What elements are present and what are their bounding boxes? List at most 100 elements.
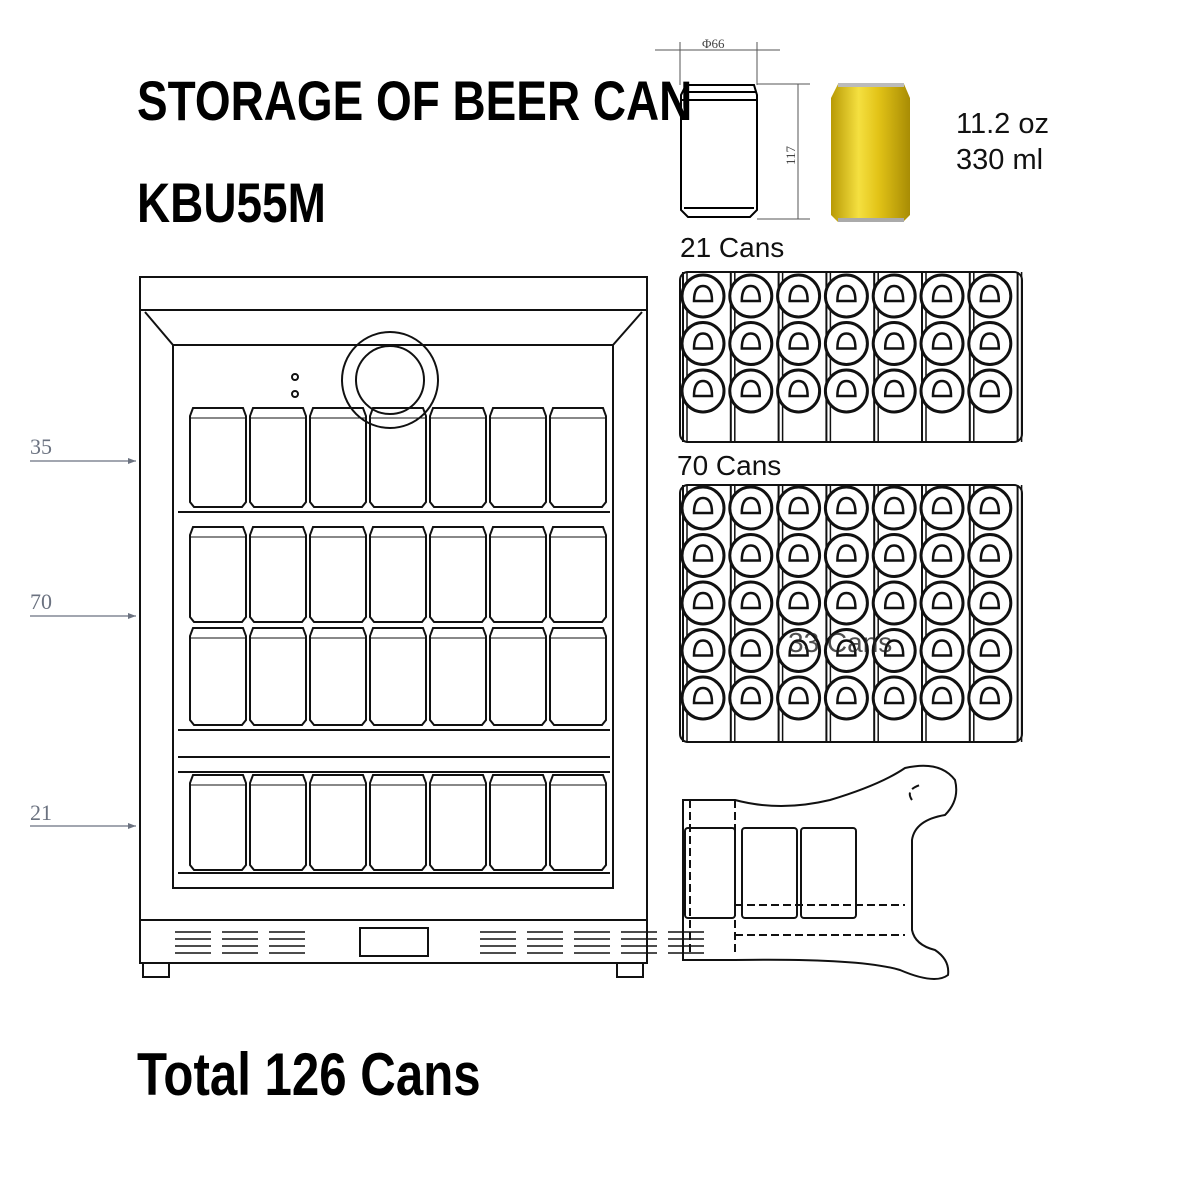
can-tab <box>979 591 1001 610</box>
can-tab <box>931 332 953 350</box>
page-title: STORAGE OF BEER CAN <box>137 69 693 132</box>
can-tab <box>692 544 714 562</box>
can-top <box>919 485 965 531</box>
can-tab <box>883 591 905 610</box>
arrow-head <box>128 823 136 829</box>
can-top <box>871 580 917 626</box>
can-tab <box>692 332 714 350</box>
can-tab <box>931 284 953 303</box>
can-top <box>871 533 917 578</box>
can-tab <box>836 686 857 705</box>
fridge-cabinet <box>139 276 648 964</box>
can-top <box>728 675 774 721</box>
beer-can <box>429 774 487 871</box>
can-top <box>776 321 822 366</box>
can-top <box>823 368 869 414</box>
can-tab <box>979 379 1001 398</box>
beer-can <box>429 407 487 508</box>
can-top <box>680 485 726 531</box>
beer-can <box>249 774 307 871</box>
can-top <box>967 533 1013 578</box>
beer-can <box>189 526 247 623</box>
can-tab <box>883 639 905 657</box>
can-tab <box>740 379 762 398</box>
beer-can <box>249 407 307 508</box>
can-top <box>823 628 869 673</box>
can-top <box>871 273 917 319</box>
can-top <box>680 580 726 626</box>
can-tab <box>740 639 762 657</box>
can-top <box>823 675 869 721</box>
can-top <box>776 273 822 319</box>
can-top <box>728 368 774 414</box>
can-tab <box>836 284 857 303</box>
can-tab <box>788 686 809 705</box>
can-top <box>919 675 965 721</box>
can-tab <box>788 496 809 515</box>
can-top <box>967 675 1013 721</box>
can-top <box>919 273 965 319</box>
can-top <box>871 628 917 673</box>
can-tab <box>692 591 714 610</box>
can-top <box>967 321 1013 366</box>
volume-oz: 11.2 oz <box>956 108 1049 140</box>
can-tab <box>788 591 809 610</box>
bottom-grille-panel <box>139 919 648 964</box>
can-top <box>776 628 822 673</box>
can-top <box>776 580 822 626</box>
beer-can <box>189 627 247 726</box>
can-top <box>680 533 726 578</box>
can-top <box>871 321 917 366</box>
can-tab <box>836 639 857 657</box>
beer-can <box>489 627 547 726</box>
beer-can <box>309 526 367 623</box>
overlay-label: 33 Cans <box>788 627 893 658</box>
can-tab <box>883 496 905 515</box>
beer-can <box>549 407 607 508</box>
beer-can <box>249 526 307 623</box>
beer-can <box>549 774 607 871</box>
can-tab <box>788 284 809 303</box>
can-top <box>823 580 869 626</box>
arrow-head <box>128 613 136 619</box>
fan-ring <box>355 345 425 415</box>
can-tab <box>931 544 953 562</box>
side-label-bottom: 21 <box>30 800 52 825</box>
beer-can <box>429 526 487 623</box>
can-top <box>967 628 1013 673</box>
can-tab <box>692 284 714 303</box>
can-tab <box>979 686 1001 705</box>
beer-can <box>249 627 307 726</box>
can-top <box>919 368 965 414</box>
can-top <box>967 273 1013 319</box>
can-top <box>919 533 965 578</box>
yellow-can-image <box>831 83 910 222</box>
can-top <box>967 485 1013 531</box>
can-top <box>728 321 774 366</box>
can-top <box>728 628 774 673</box>
beer-can <box>489 407 547 508</box>
model-name: KBU55M <box>137 171 326 234</box>
beer-can <box>309 774 367 871</box>
can-top <box>680 675 726 721</box>
beer-can <box>429 627 487 726</box>
can-tab <box>740 332 762 350</box>
can-tab <box>883 332 905 350</box>
can-tab <box>931 496 953 515</box>
foot-left <box>142 962 170 978</box>
beer-can <box>489 526 547 623</box>
can-tab <box>692 686 714 705</box>
height-label: 117 <box>783 145 798 165</box>
beer-can <box>309 627 367 726</box>
can-tab <box>740 591 762 610</box>
can-tab <box>883 686 905 705</box>
can-top <box>871 485 917 531</box>
can-top <box>919 321 965 366</box>
can-tab <box>692 379 714 398</box>
can-tab <box>692 639 714 657</box>
fridge-front-view <box>139 276 704 978</box>
can-tab <box>931 686 953 705</box>
shelf-top-views <box>679 271 1023 743</box>
can-tab <box>979 496 1001 515</box>
